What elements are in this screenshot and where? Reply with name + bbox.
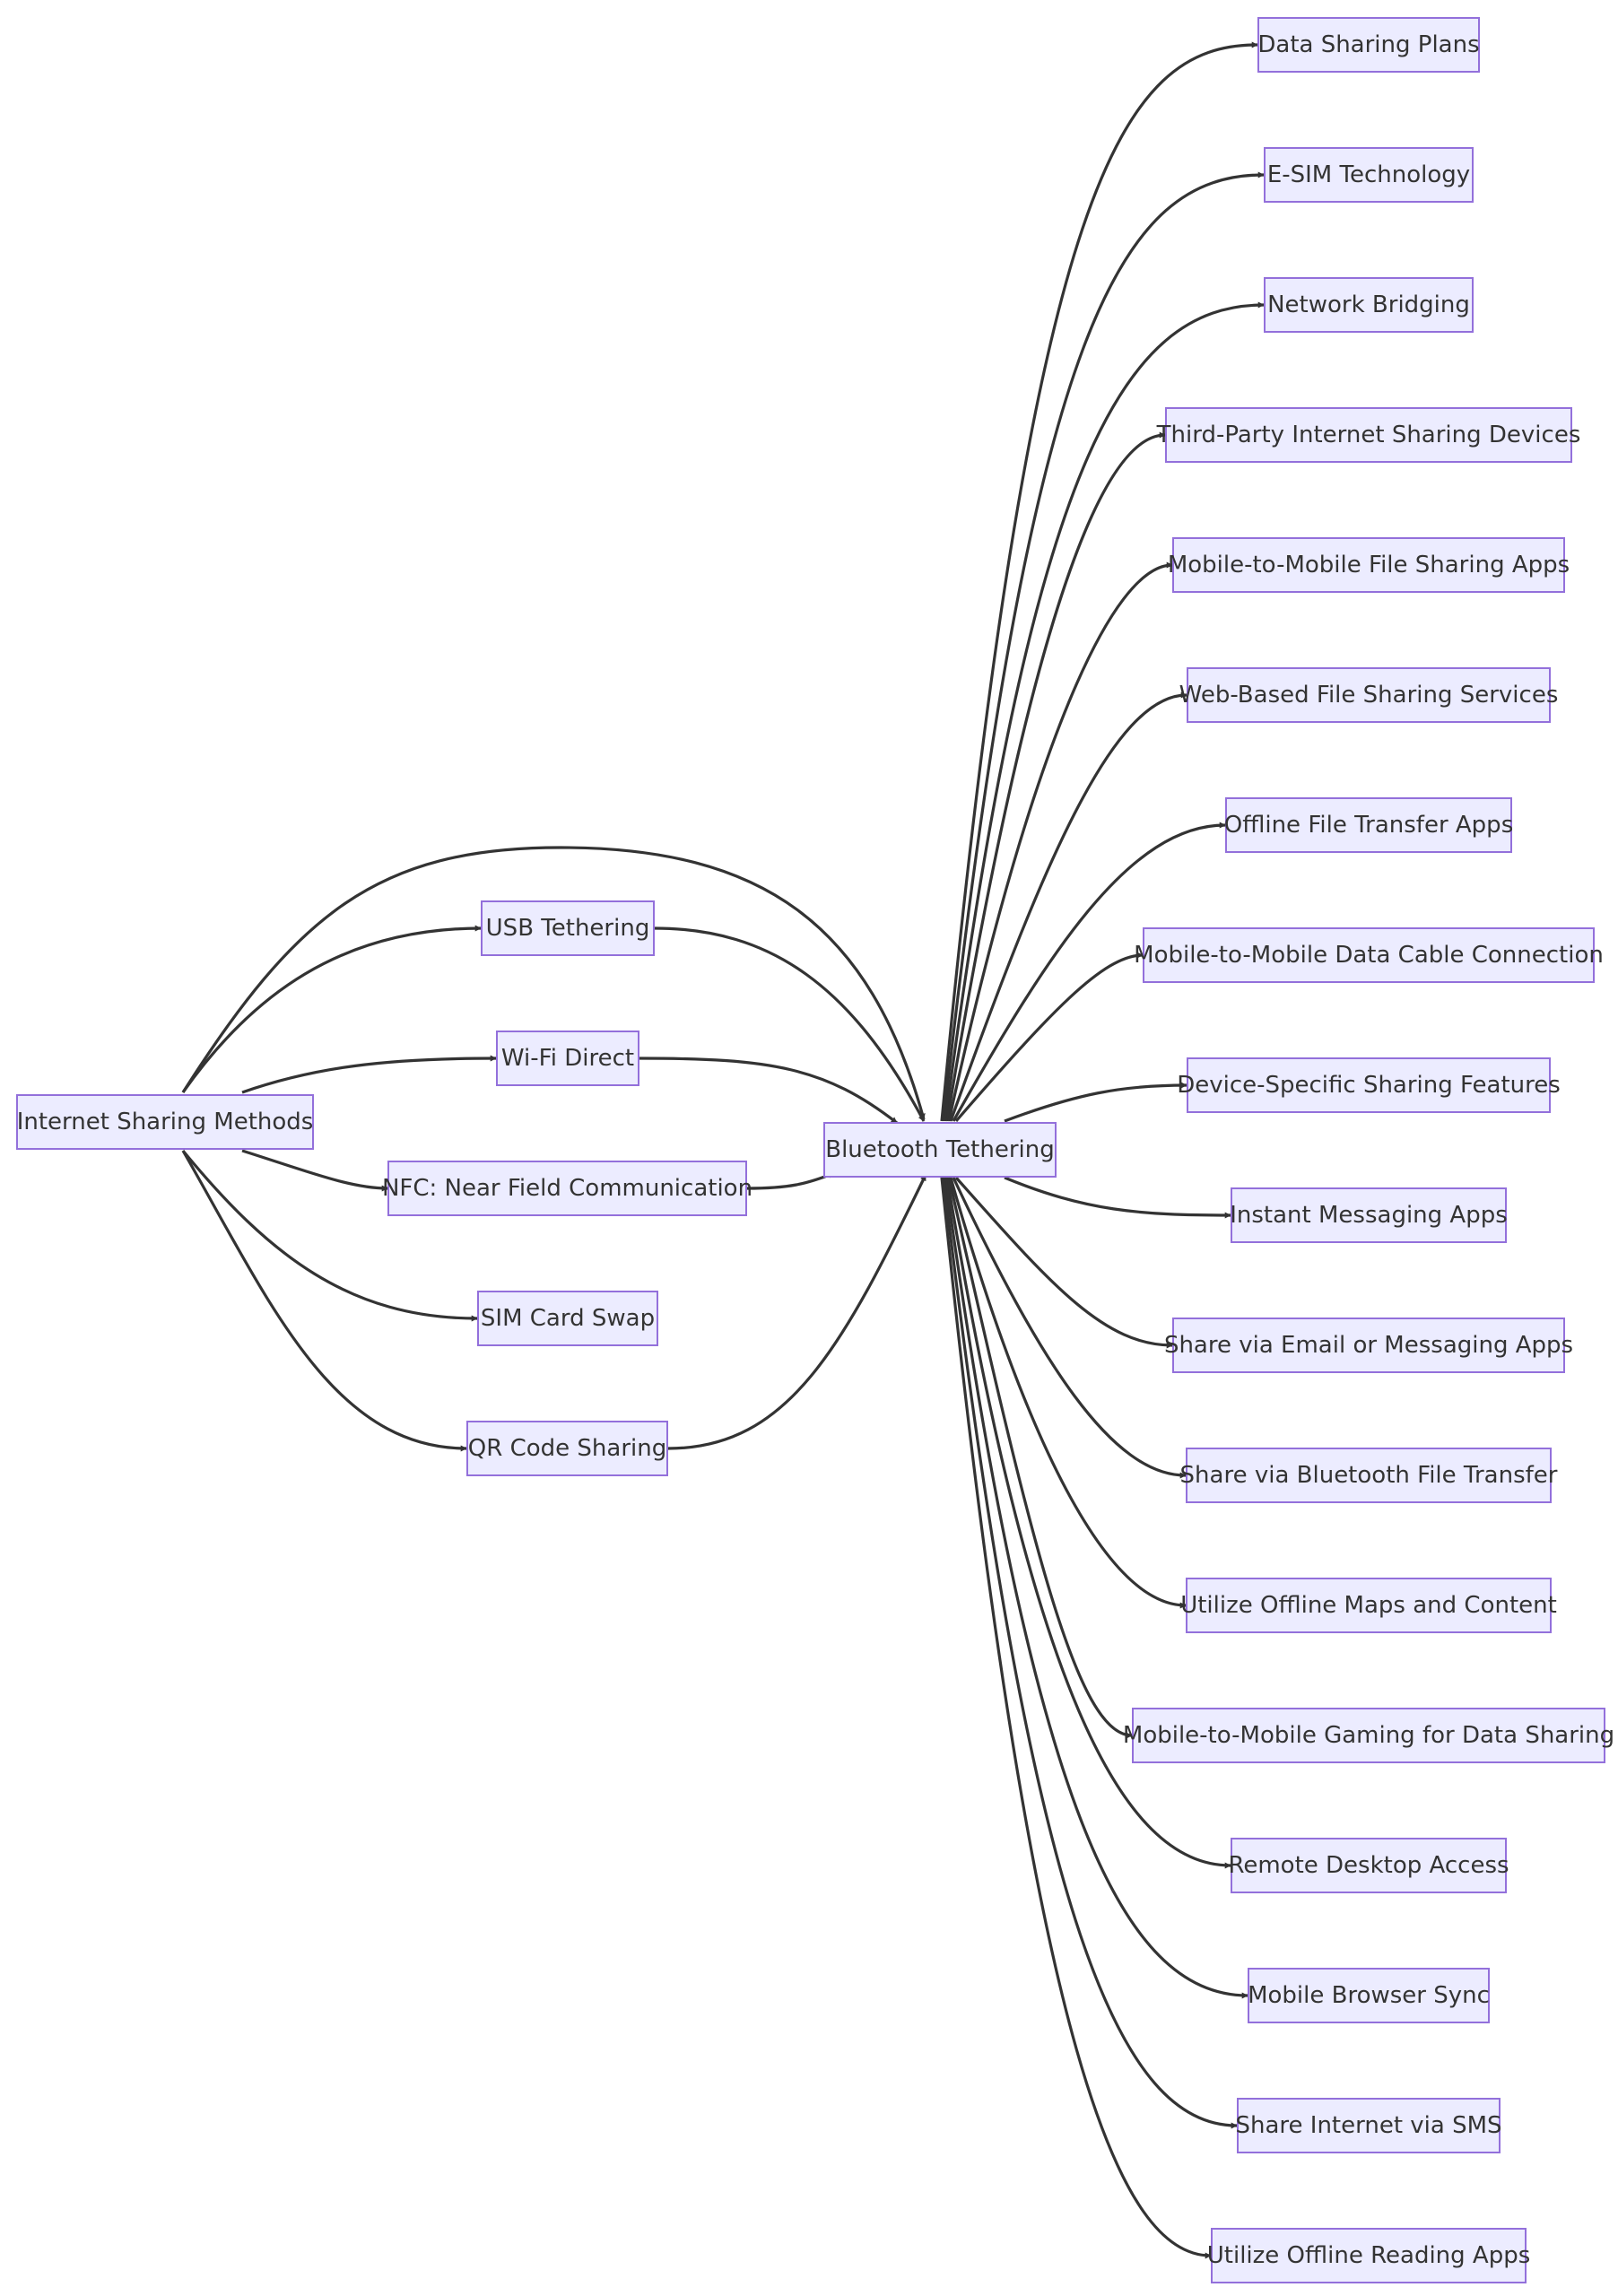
edge-nfc-bt [746,1171,835,1190]
node-m2m-file-sharing-apps[interactable]: Mobile-to-Mobile File Sharing Apps [1168,537,1570,593]
node-device-specific-sharing[interactable]: Device-Specific Sharing Features [1177,1057,1561,1113]
edge-bt-r6 [949,691,1187,1122]
edge-usb-bt [654,926,926,1122]
edge-bt-r8 [954,952,1144,1123]
node-internet-sharing-methods[interactable]: Internet Sharing Methods [16,1094,314,1150]
node-usb-tethering[interactable]: USB Tethering [481,900,655,956]
edge-bt-r15 [945,1177,1231,1869]
node-share-internet-sms[interactable]: Share Internet via SMS [1235,2098,1502,2153]
edge-bt-r2 [942,171,1265,1122]
edge-bt-r13 [949,1177,1187,1609]
node-qr-code-sharing[interactable]: QR Code Sharing [466,1421,668,1476]
node-mobile-browser-sync[interactable]: Mobile Browser Sync [1248,1968,1490,2023]
edge-root-usb [181,925,482,1093]
node-offline-maps[interactable]: Utilize Offline Maps and Content [1180,1578,1557,1633]
node-data-sharing-plans[interactable]: Data Sharing Plans [1257,17,1480,73]
node-web-file-sharing[interactable]: Web-Based File Sharing Services [1179,667,1558,723]
node-sim-card-swap[interactable]: SIM Card Swap [477,1291,658,1346]
node-bluetooth-tethering[interactable]: Bluetooth Tethering [823,1122,1057,1178]
node-offline-reading-apps[interactable]: Utilize Offline Reading Apps [1207,2228,1530,2283]
edge-bt-r1 [940,41,1258,1122]
edge-root-wifi [241,1055,497,1094]
node-share-bluetooth-file[interactable]: Share via Bluetooth File Transfer [1180,1448,1557,1503]
node-remote-desktop[interactable]: Remote Desktop Access [1228,1838,1509,1893]
edge-root-nfc [241,1149,388,1192]
edge-bt-r12 [952,1177,1187,1479]
edge-bt-r3 [944,301,1265,1122]
edge-bt-r16 [944,1177,1248,1999]
node-esim-technology[interactable]: E-SIM Technology [1264,147,1474,203]
edge-bt-r7 [952,822,1226,1122]
node-m2m-data-cable[interactable]: Mobile-to-Mobile Data Cable Connection [1134,927,1604,983]
node-share-email-messaging[interactable]: Share via Email or Messaging Apps [1164,1318,1573,1373]
node-wifi-direct[interactable]: Wi-Fi Direct [496,1031,639,1086]
edge-bt-r4 [945,431,1166,1122]
edge-bt-r10 [1004,1176,1231,1219]
edge-root-qr [181,1150,467,1452]
node-nfc[interactable]: NFC: Near Field Communication [382,1161,752,1216]
edge-bt-r18 [940,1177,1212,2259]
edge-bt-r14 [947,1177,1133,1739]
edge-root-sim [181,1149,478,1322]
edge-wifi-bt [639,1057,898,1125]
node-instant-messaging-apps[interactable]: Instant Messaging Apps [1230,1187,1508,1243]
edge-bt-r9 [1004,1082,1187,1123]
edge-bt-r17 [942,1177,1238,2129]
edge-qr-bt [667,1174,927,1450]
edge-bt-r11 [954,1176,1173,1349]
node-third-party-devices[interactable]: Third-Party Internet Sharing Devices [1157,407,1580,463]
edge-root-bt [181,846,926,1120]
node-offline-file-transfer[interactable]: Offline File Transfer Apps [1224,797,1513,853]
node-m2m-gaming[interactable]: Mobile-to-Mobile Gaming for Data Sharing [1123,1708,1614,1763]
edge-bt-r5 [947,561,1173,1122]
node-network-bridging[interactable]: Network Bridging [1264,277,1474,333]
